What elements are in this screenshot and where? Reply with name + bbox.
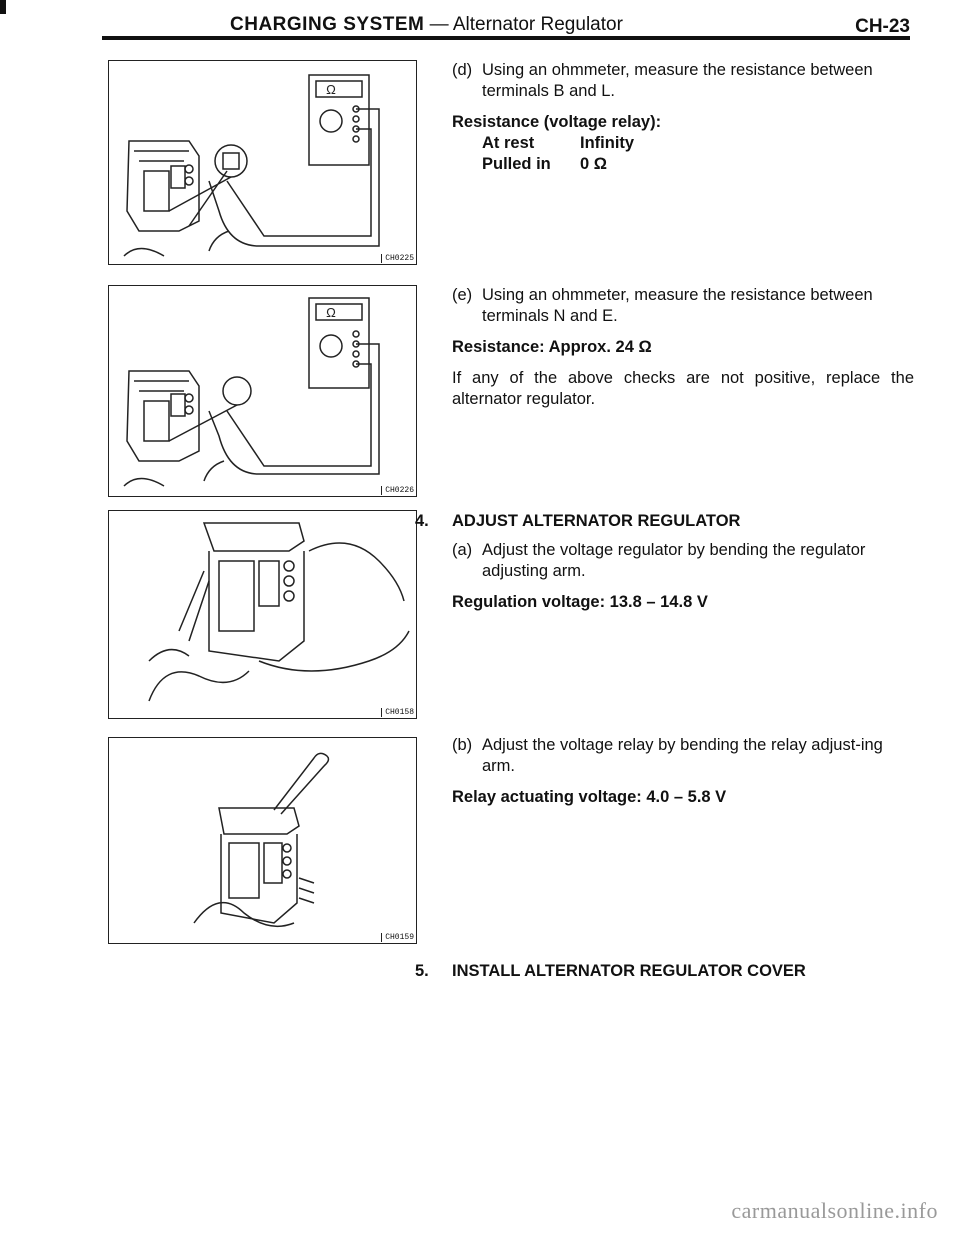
meter-symbol: Ω bbox=[326, 305, 336, 320]
step-d-text: Using an ohmmeter, measure the resistanc… bbox=[482, 61, 873, 100]
step-4b-text: Adjust the voltage relay by bending the … bbox=[482, 736, 883, 775]
step-e-text: Using an ohmmeter, measure the resistanc… bbox=[482, 286, 873, 325]
figure-adjust-relay-arm: CH0159 bbox=[108, 737, 417, 944]
step-4a-label: (a) bbox=[452, 541, 473, 559]
watermark: carmanualsonline.info bbox=[731, 1198, 938, 1223]
step-4a-text: Adjust the voltage regulator by bending … bbox=[482, 541, 866, 580]
meter-symbol: Ω bbox=[326, 82, 336, 97]
step-4b-label: (b) bbox=[452, 736, 473, 754]
step-e-section: (e) Using an ohmmeter, measure the resis… bbox=[452, 285, 914, 410]
step-4b-section: (b) Adjust the voltage relay by bending … bbox=[452, 735, 914, 808]
step-e-label: (e) bbox=[452, 286, 473, 304]
step-4a-section: (a) Adjust the voltage regulator by bend… bbox=[452, 540, 914, 613]
step-4-title: ADJUST ALTERNATOR REGULATOR bbox=[452, 512, 741, 530]
figure-code: CH0159 bbox=[381, 933, 414, 942]
header-rule bbox=[102, 36, 910, 40]
step-e-spec: Resistance: Approx. 24 Ω bbox=[452, 338, 652, 356]
step-e-note: If any of the above checks are not posit… bbox=[452, 369, 914, 408]
figure-code: CH0226 bbox=[381, 486, 414, 495]
ohmmeter-test-illustration: Ω bbox=[123, 74, 380, 257]
page-number: CH-23 bbox=[855, 16, 910, 37]
ohmmeter-test-illustration: Ω bbox=[123, 297, 380, 487]
step-4b-spec: Relay actuating voltage: 4.0 – 5.8 V bbox=[452, 788, 727, 806]
figure-code: CH0158 bbox=[381, 708, 414, 717]
step-4a-spec: Regulation voltage: 13.8 – 14.8 V bbox=[452, 593, 708, 611]
adjust-relay-illustration bbox=[193, 752, 330, 928]
adjust-regulator-illustration bbox=[148, 522, 410, 702]
step-5-heading: 5. INSTALL ALTERNATOR REGULATOR COVER bbox=[415, 962, 806, 981]
header-title: CHARGING SYSTEM — Alternator Regulator bbox=[230, 14, 623, 35]
figure-ohmmeter-n-e: Ω CH0226 bbox=[108, 285, 417, 497]
figure-ohmmeter-b-l: Ω CH0225 bbox=[108, 60, 417, 265]
figure-adjust-regulator-arm: CH0158 bbox=[108, 510, 417, 719]
step-d-section: (d) Using an ohmmeter, measure the resis… bbox=[452, 60, 914, 175]
page-header: CHARGING SYSTEM — Alternator Regulator C… bbox=[230, 14, 910, 44]
corner-mark bbox=[0, 0, 6, 14]
step-5-number: 5. bbox=[415, 962, 429, 980]
step-4-number: 4. bbox=[415, 512, 429, 530]
step-5-title: INSTALL ALTERNATOR REGULATOR COVER bbox=[452, 962, 806, 980]
figure-code: CH0225 bbox=[381, 254, 414, 263]
step-d-label: (d) bbox=[452, 61, 473, 79]
step-d-spec-title: Resistance (voltage relay): bbox=[452, 113, 662, 131]
step-4-heading: 4. ADJUST ALTERNATOR REGULATOR bbox=[415, 512, 741, 531]
